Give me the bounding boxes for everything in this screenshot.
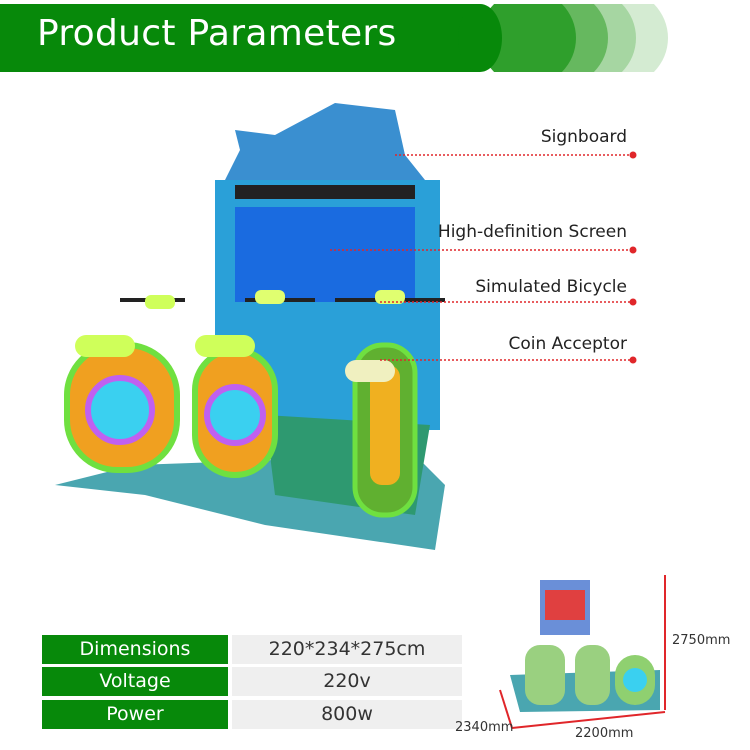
spec-value: 800w (232, 700, 462, 729)
page-title: Product Parameters (37, 13, 397, 54)
dimension-diagram (499, 575, 666, 729)
height-label: 2750mm (672, 633, 731, 648)
callout-bicycle: Simulated Bicycle (475, 277, 627, 297)
callout-coin-acceptor: Coin Acceptor (508, 334, 627, 354)
spec-label: Voltage (42, 667, 228, 696)
spec-value: 220*234*275cm (232, 635, 462, 664)
spec-value: 220v (232, 667, 462, 696)
depth-label: 2340mm (455, 720, 514, 735)
callout-screen: High-definition Screen (437, 222, 627, 242)
callout-signboard: Signboard (540, 127, 627, 147)
header-banner (0, 4, 668, 72)
spec-label: Dimensions (42, 635, 228, 664)
width-label: 2200mm (575, 726, 634, 741)
spec-label: Power (42, 700, 228, 729)
arcade-machine-image (55, 103, 445, 550)
